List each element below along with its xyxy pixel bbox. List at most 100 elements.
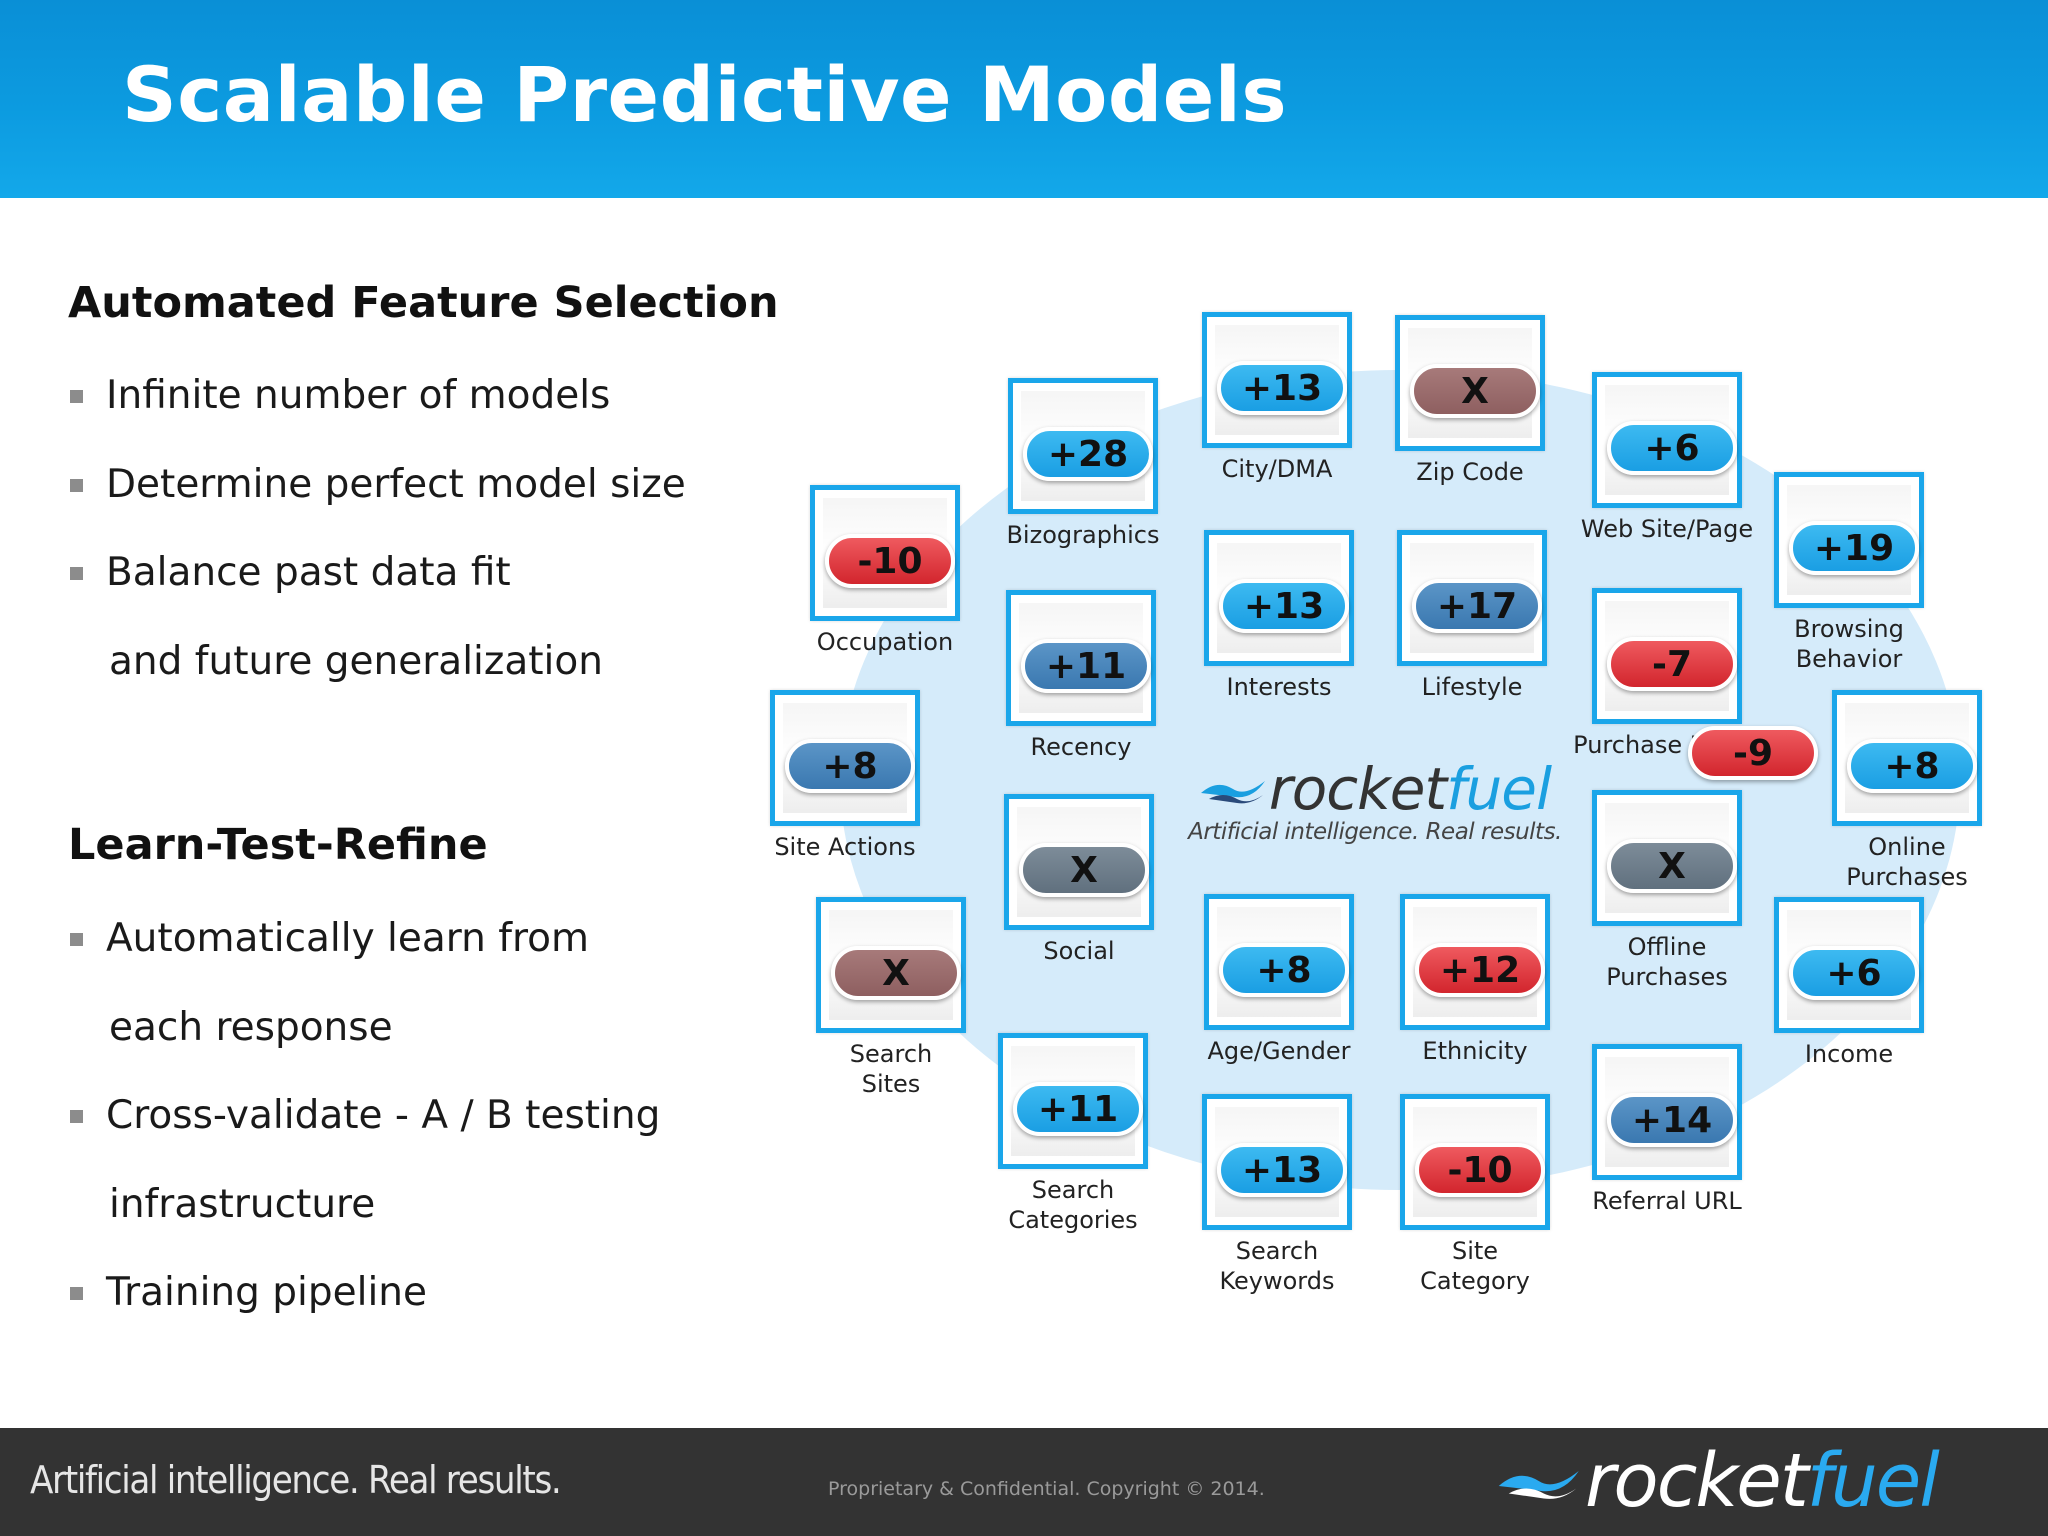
- feature-selection-bullet-text: Infinite number of models: [106, 373, 611, 418]
- feature-tile: X: [1592, 790, 1742, 926]
- feature-selection-bullet: Infinite number of models: [68, 352, 686, 441]
- feature-score-badge: +17: [1412, 579, 1542, 633]
- learn-test-refine-bullet: Training pipeline: [68, 1249, 660, 1338]
- feature-score-badge: +28: [1023, 427, 1153, 481]
- feature-score-badge: +12: [1415, 943, 1545, 997]
- slide-header: Scalable Predictive Models: [0, 0, 2048, 198]
- feature-selection-bullet: Balance past data fit: [68, 529, 686, 618]
- feature-score-badge: +14: [1607, 1093, 1737, 1147]
- learn-test-refine-bullet: Cross-validate - A / B testing: [68, 1072, 660, 1161]
- feature-score-badge: +13: [1217, 361, 1347, 415]
- feature-selection-bullet: Determine perfect model size: [68, 441, 686, 530]
- feature-tile: +11: [1006, 590, 1156, 726]
- feature-score-badge: +11: [1013, 1082, 1143, 1136]
- feature-tile: +6: [1774, 897, 1924, 1033]
- feature-tile: +8: [770, 690, 920, 826]
- footer-tagline: Artificial intelligence. Real results.: [30, 1458, 562, 1502]
- center-logo-word-dark: rocket: [1268, 755, 1447, 823]
- feature-label: Web Site/Page: [1580, 515, 1754, 543]
- slide-footer: Artificial intelligence. Real results. P…: [0, 1428, 2048, 1536]
- footer-logo: rocketfuel: [1495, 1436, 1940, 1526]
- feature-tile: +8: [1204, 894, 1354, 1030]
- rocketfuel-swoosh-icon: [1200, 781, 1265, 804]
- feature-selection-bullet-text: Balance past data fit: [106, 550, 511, 595]
- feature-label: Search Keywords: [1219, 1237, 1335, 1295]
- feature-score-badge: +6: [1789, 946, 1919, 1000]
- feature-tile: +19: [1774, 472, 1924, 608]
- feature-tile: +13: [1202, 312, 1352, 448]
- feature-tile: +17: [1397, 530, 1547, 666]
- feature-label: Zip Code: [1416, 458, 1524, 486]
- feature-label: Income: [1804, 1040, 1894, 1068]
- feature-tile: X: [1004, 794, 1154, 930]
- bullet-square-icon: [70, 390, 83, 403]
- feature-tile: +13: [1204, 530, 1354, 666]
- footer-logo-word-blue: fuel: [1806, 1438, 1940, 1524]
- feature-score-badge: X: [1607, 839, 1737, 893]
- feature-score-badge: +13: [1217, 1143, 1347, 1197]
- feature-label: Occupation: [816, 628, 954, 656]
- feature-selection-bullet: and future generalization: [68, 618, 686, 707]
- feature-zip-code: X Zip Code: [1395, 315, 1545, 487]
- feature-label: Interests: [1226, 673, 1332, 701]
- bullet-square-icon: [70, 478, 83, 492]
- feature-tile: +12: [1400, 894, 1550, 1030]
- feature-tile: X: [816, 897, 966, 1033]
- center-logo-wordmark: rocketfuel: [1268, 755, 1552, 823]
- feature-label: Offline Purchases: [1606, 933, 1728, 991]
- feature-tile: X: [1395, 315, 1545, 451]
- feature-label: Social: [1043, 937, 1115, 965]
- feature-label: Referral URL: [1592, 1187, 1742, 1215]
- center-logo-tagline: Artificial intelligence. Real results.: [1188, 819, 1562, 845]
- feature-tile: +14: [1592, 1044, 1742, 1180]
- feature-score-badge: X: [831, 946, 961, 1000]
- learn-test-refine-bullet-text: Cross-validate - A / B testing: [106, 1093, 661, 1138]
- section-heading-learn-test-refine: Learn-Test-Refine: [68, 820, 488, 870]
- footer-logo-word-dark: rocket: [1585, 1438, 1809, 1524]
- feature-score-badge: +8: [1219, 943, 1349, 997]
- feature-tile: +28: [1008, 378, 1158, 514]
- footer-logo-wordmark: rocketfuel: [1585, 1438, 1940, 1524]
- learn-test-refine-bullet-text: Automatically learn from: [106, 916, 590, 961]
- feature-label: Age/Gender: [1207, 1037, 1351, 1065]
- bullet-square-icon: [70, 1110, 83, 1123]
- feature-selection-bullet-text: Determine perfect model size: [106, 461, 686, 507]
- feature-social: X Social: [1004, 794, 1154, 966]
- feature-label: Bizographics: [1006, 521, 1160, 549]
- feature-offline-purchases: X Offline Purchases: [1592, 790, 1742, 992]
- purchase-intent-extra-score: -9: [1688, 726, 1818, 780]
- feature-score-badge: +8: [1847, 739, 1977, 793]
- feature-diagram: rocketfuel Artificial intelligence. Real…: [770, 300, 2000, 1320]
- feature-tile: +8: [1832, 690, 1982, 826]
- feature-score-badge: X: [1410, 364, 1540, 418]
- center-logo-word-blue: fuel: [1446, 755, 1552, 823]
- feature-score-badge: +11: [1021, 639, 1151, 693]
- section-heading-feature-selection: Automated Feature Selection: [68, 278, 779, 328]
- feature-label: Search Sites: [849, 1040, 933, 1098]
- feature-score-badge: +19: [1789, 521, 1919, 575]
- feature-label: City/DMA: [1221, 455, 1333, 483]
- feature-tile: +13: [1202, 1094, 1352, 1230]
- feature-score-badge: -7: [1607, 637, 1737, 691]
- feature-label: Ethnicity: [1422, 1037, 1528, 1065]
- learn-test-refine-bullet-text: Training pipeline: [106, 1270, 428, 1315]
- feature-score-badge: +6: [1607, 421, 1737, 475]
- learn-test-refine-bullet: infrastructure: [68, 1161, 660, 1250]
- feature-label: Recency: [1030, 733, 1132, 761]
- learn-test-refine-bullet-text: infrastructure: [109, 1181, 376, 1227]
- feature-search-sites: X Search Sites: [816, 897, 966, 1099]
- feature-label: Online Purchases: [1846, 833, 1968, 891]
- feature-score-badge: -10: [825, 534, 955, 588]
